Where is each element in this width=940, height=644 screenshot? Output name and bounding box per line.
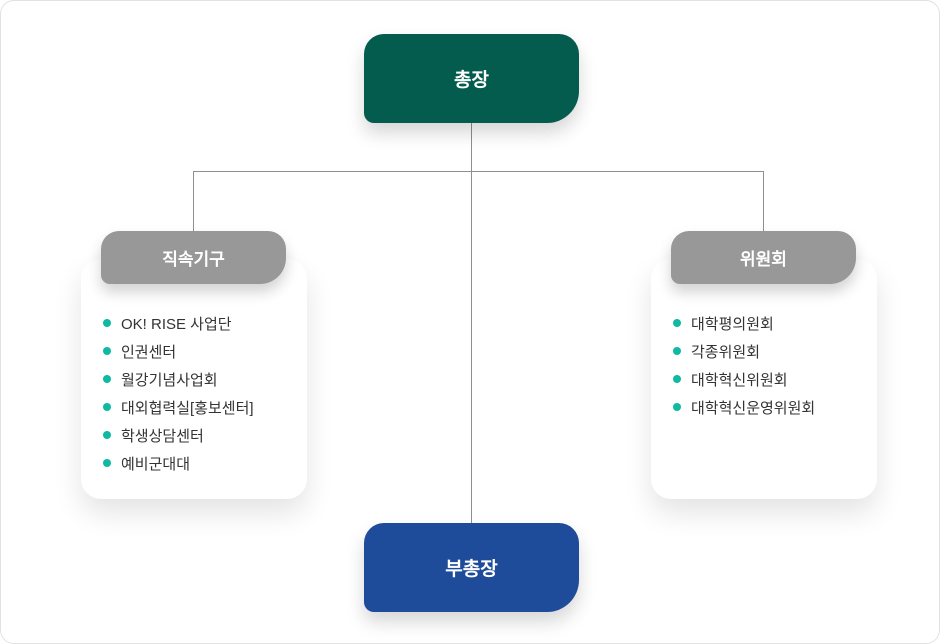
bullet-dot-icon	[673, 375, 681, 383]
bullet-dot-icon	[103, 403, 111, 411]
list-item-label: 대학혁신운영위원회	[691, 399, 816, 417]
node-vice-president: 부총장	[364, 523, 579, 612]
committees-list: 대학평의원회 각종위원회 대학혁신위원회 대학혁신운영위원회	[673, 309, 859, 421]
node-vice-president-label: 부총장	[445, 559, 498, 580]
bullet-dot-icon	[103, 375, 111, 383]
group-header-committees: 위원회	[671, 231, 856, 284]
group-header-label: 위원회	[740, 250, 787, 269]
list-item-label: 인권센터	[121, 343, 177, 361]
group-header-label: 직속기구	[162, 250, 225, 269]
node-president: 총장	[364, 34, 579, 123]
list-item-label: 예비군대대	[121, 455, 191, 473]
list-item: 각종위원회	[673, 337, 859, 365]
bullet-dot-icon	[103, 431, 111, 439]
list-item: 대학혁신위원회	[673, 365, 859, 393]
list-item-label: 월강기념사업회	[121, 371, 218, 389]
list-item: 대학혁신운영위원회	[673, 393, 859, 421]
connector-center-vertical	[471, 123, 472, 523]
connector-horizontal	[193, 171, 764, 172]
card-committees: 대학평의원회 각종위원회 대학혁신위원회 대학혁신운영위원회	[651, 259, 877, 499]
group-header-direct-organizations: 직속기구	[101, 231, 286, 284]
card-direct-organizations: OK! RISE 사업단 인권센터 월강기념사업회 대외협력실[홍보센터] 학생…	[81, 259, 307, 499]
list-item: 대외협력실[홍보센터]	[103, 393, 289, 421]
bullet-dot-icon	[103, 347, 111, 355]
bullet-dot-icon	[673, 403, 681, 411]
bullet-dot-icon	[103, 459, 111, 467]
list-item-label: 대학혁신위원회	[691, 371, 788, 389]
connector-left-vertical	[193, 171, 194, 232]
list-item: OK! RISE 사업단	[103, 309, 289, 337]
list-item-label: 학생상담센터	[121, 427, 204, 445]
list-item: 월강기념사업회	[103, 365, 289, 393]
connector-right-vertical	[763, 171, 764, 232]
list-item-label: 각종위원회	[691, 343, 761, 361]
node-president-label: 총장	[454, 70, 489, 91]
list-item-label: 대학평의원회	[691, 315, 774, 333]
list-item: 대학평의원회	[673, 309, 859, 337]
bullet-dot-icon	[673, 319, 681, 327]
bullet-dot-icon	[103, 319, 111, 327]
list-item: 예비군대대	[103, 449, 289, 477]
list-item: 학생상담센터	[103, 421, 289, 449]
list-item-label: 대외협력실[홍보센터]	[121, 399, 254, 417]
direct-organizations-list: OK! RISE 사업단 인권센터 월강기념사업회 대외협력실[홍보센터] 학생…	[103, 309, 289, 477]
list-item: 인권센터	[103, 337, 289, 365]
bullet-dot-icon	[673, 347, 681, 355]
list-item-label: OK! RISE 사업단	[121, 315, 232, 333]
